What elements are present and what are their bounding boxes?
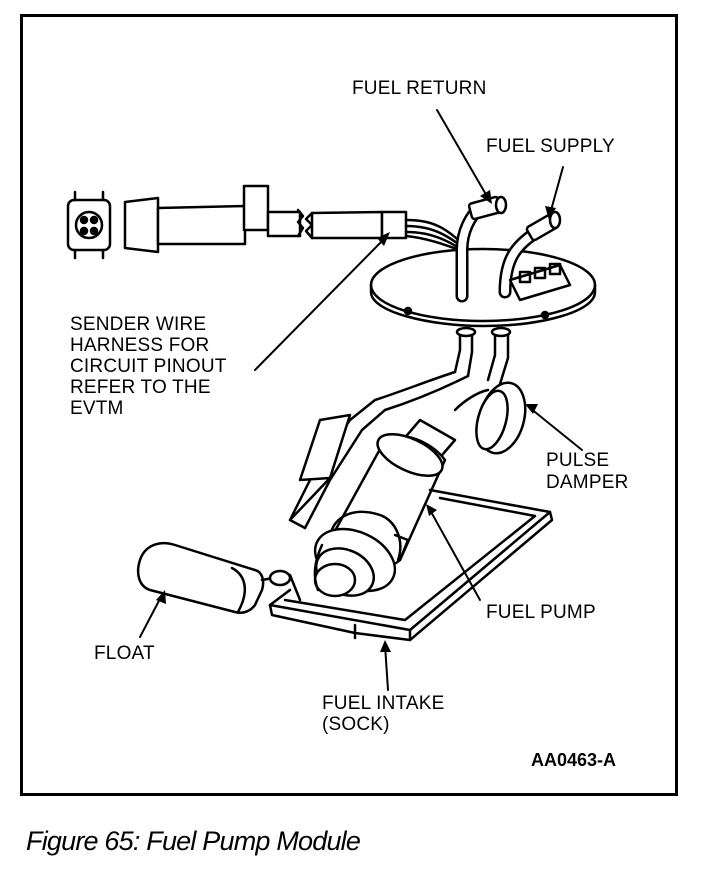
label-sender-wire-line-3: CIRCUIT PINOUT [70, 356, 227, 377]
label-fuel-pump: FUEL PUMP [486, 602, 596, 623]
leader-lines [139, 109, 583, 691]
fuel-float [136, 541, 302, 614]
figure-code: AA0463-A [531, 750, 617, 770]
sender-connector [66, 184, 305, 260]
label-sender-wire-line-2: HARNESS FOR [70, 335, 210, 356]
support-pipes [453, 326, 512, 386]
label-fuel-supply: FUEL SUPPLY [486, 136, 615, 157]
label-fuel-intake-line-1: FUEL INTAKE [322, 693, 445, 714]
fuel-return-tube [455, 195, 508, 303]
figure-caption: Figure 65: Fuel Pump Module [26, 826, 361, 856]
label-fuel-return: FUEL RETURN [352, 78, 487, 99]
label-fuel-intake-line-2: (SOCK) [322, 714, 390, 735]
label-sender-wire-line-4: REFER TO THE [70, 377, 211, 398]
leader-arrowheads [156, 190, 556, 652]
figure-frame [20, 14, 678, 796]
label-pulse-damper-line-2: DAMPER [546, 472, 629, 493]
label-float: FLOAT [94, 643, 155, 664]
fuel-supply-tube [498, 210, 562, 299]
flange-terminal-block [508, 262, 572, 302]
fuel-pump [313, 418, 457, 598]
pulse-damper [453, 381, 527, 455]
label-sender-wire-line-1: SENDER WIRE [70, 314, 207, 335]
label-sender-wire-line-5: EVTM [70, 398, 124, 419]
fuel-intake-sock [268, 488, 554, 642]
label-pulse-damper-line-1: PULSE [546, 450, 610, 471]
mounting-bracket [288, 370, 470, 530]
